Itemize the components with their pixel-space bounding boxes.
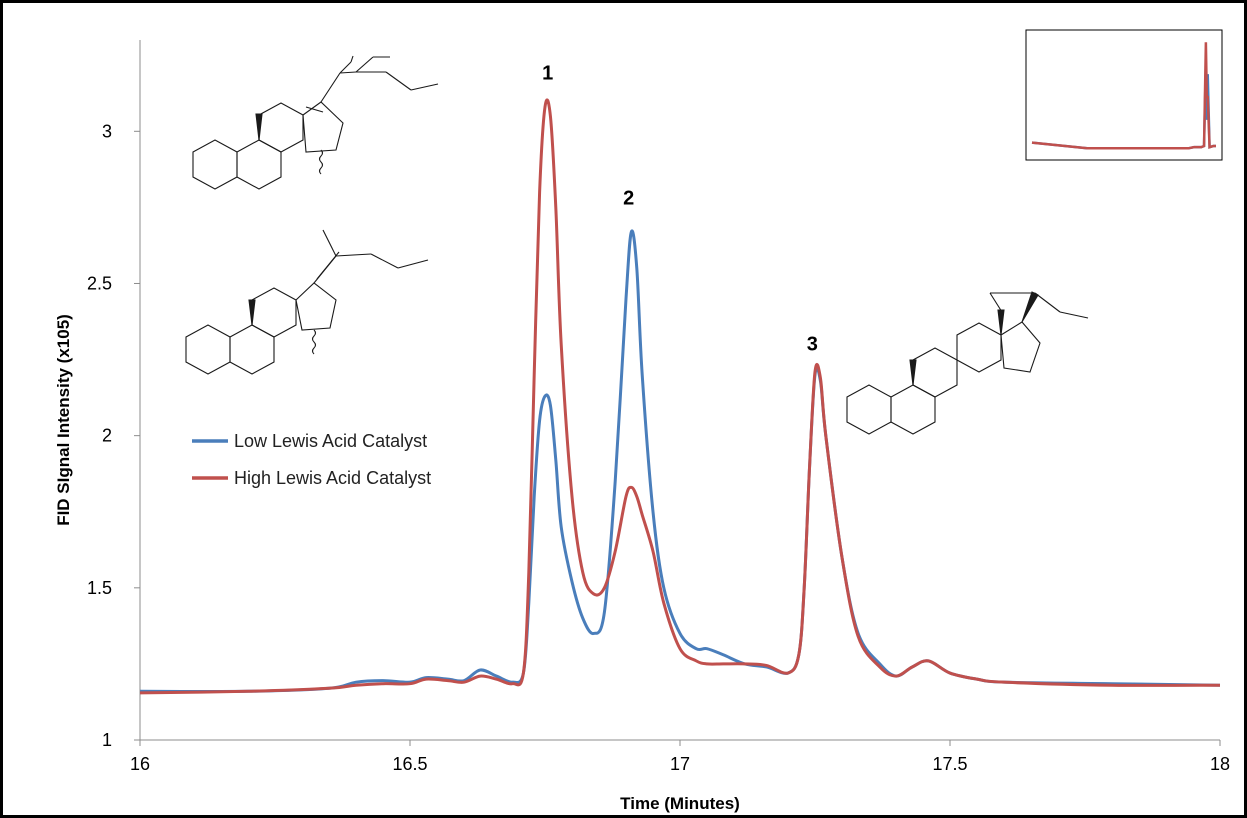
y-tick-label: 1	[102, 730, 112, 750]
x-tick-label: 17	[670, 754, 690, 774]
y-tick-label: 2	[102, 426, 112, 446]
peak-label-1: 1	[542, 63, 553, 85]
peak-label-2: 2	[623, 187, 634, 209]
y-ticks: 1 1.5 2 2.5 3	[87, 121, 140, 750]
legend: Low Lewis Acid Catalyst High Lewis Acid …	[192, 431, 431, 488]
x-tick-label: 18	[1210, 754, 1230, 774]
inset-chart	[1025, 29, 1223, 161]
inset-frame	[1025, 29, 1223, 161]
series-line-high-lewis	[139, 98, 1221, 695]
molecule-structure-1	[192, 55, 439, 190]
legend-label-low: Low Lewis Acid Catalyst	[234, 431, 427, 451]
x-tick-label: 16.5	[392, 754, 427, 774]
y-axis-title: FID SIgnal Intensity (x105)	[54, 314, 73, 526]
molecule-structure-3	[846, 291, 1089, 435]
y-tick-label: 2.5	[87, 273, 112, 293]
x-tick-label: 16	[130, 754, 150, 774]
x-ticks: 16 16.5 17 17.5 18	[130, 740, 1230, 774]
legend-label-high: High Lewis Acid Catalyst	[234, 468, 431, 488]
y-tick-label: 1.5	[87, 578, 112, 598]
y-tick-label: 3	[102, 121, 112, 141]
peak-label-3: 3	[807, 333, 818, 355]
series-layer	[139, 98, 1221, 695]
x-axis-title: Time (Minutes)	[620, 794, 740, 813]
series-line-low-lewis	[139, 229, 1221, 694]
x-tick-label: 17.5	[932, 754, 967, 774]
inset-series-high-lewis	[1031, 42, 1216, 150]
peak-labels: 1 2 3	[542, 63, 818, 356]
molecule-structure-2	[185, 229, 429, 375]
inset-series-layer	[1031, 42, 1216, 150]
